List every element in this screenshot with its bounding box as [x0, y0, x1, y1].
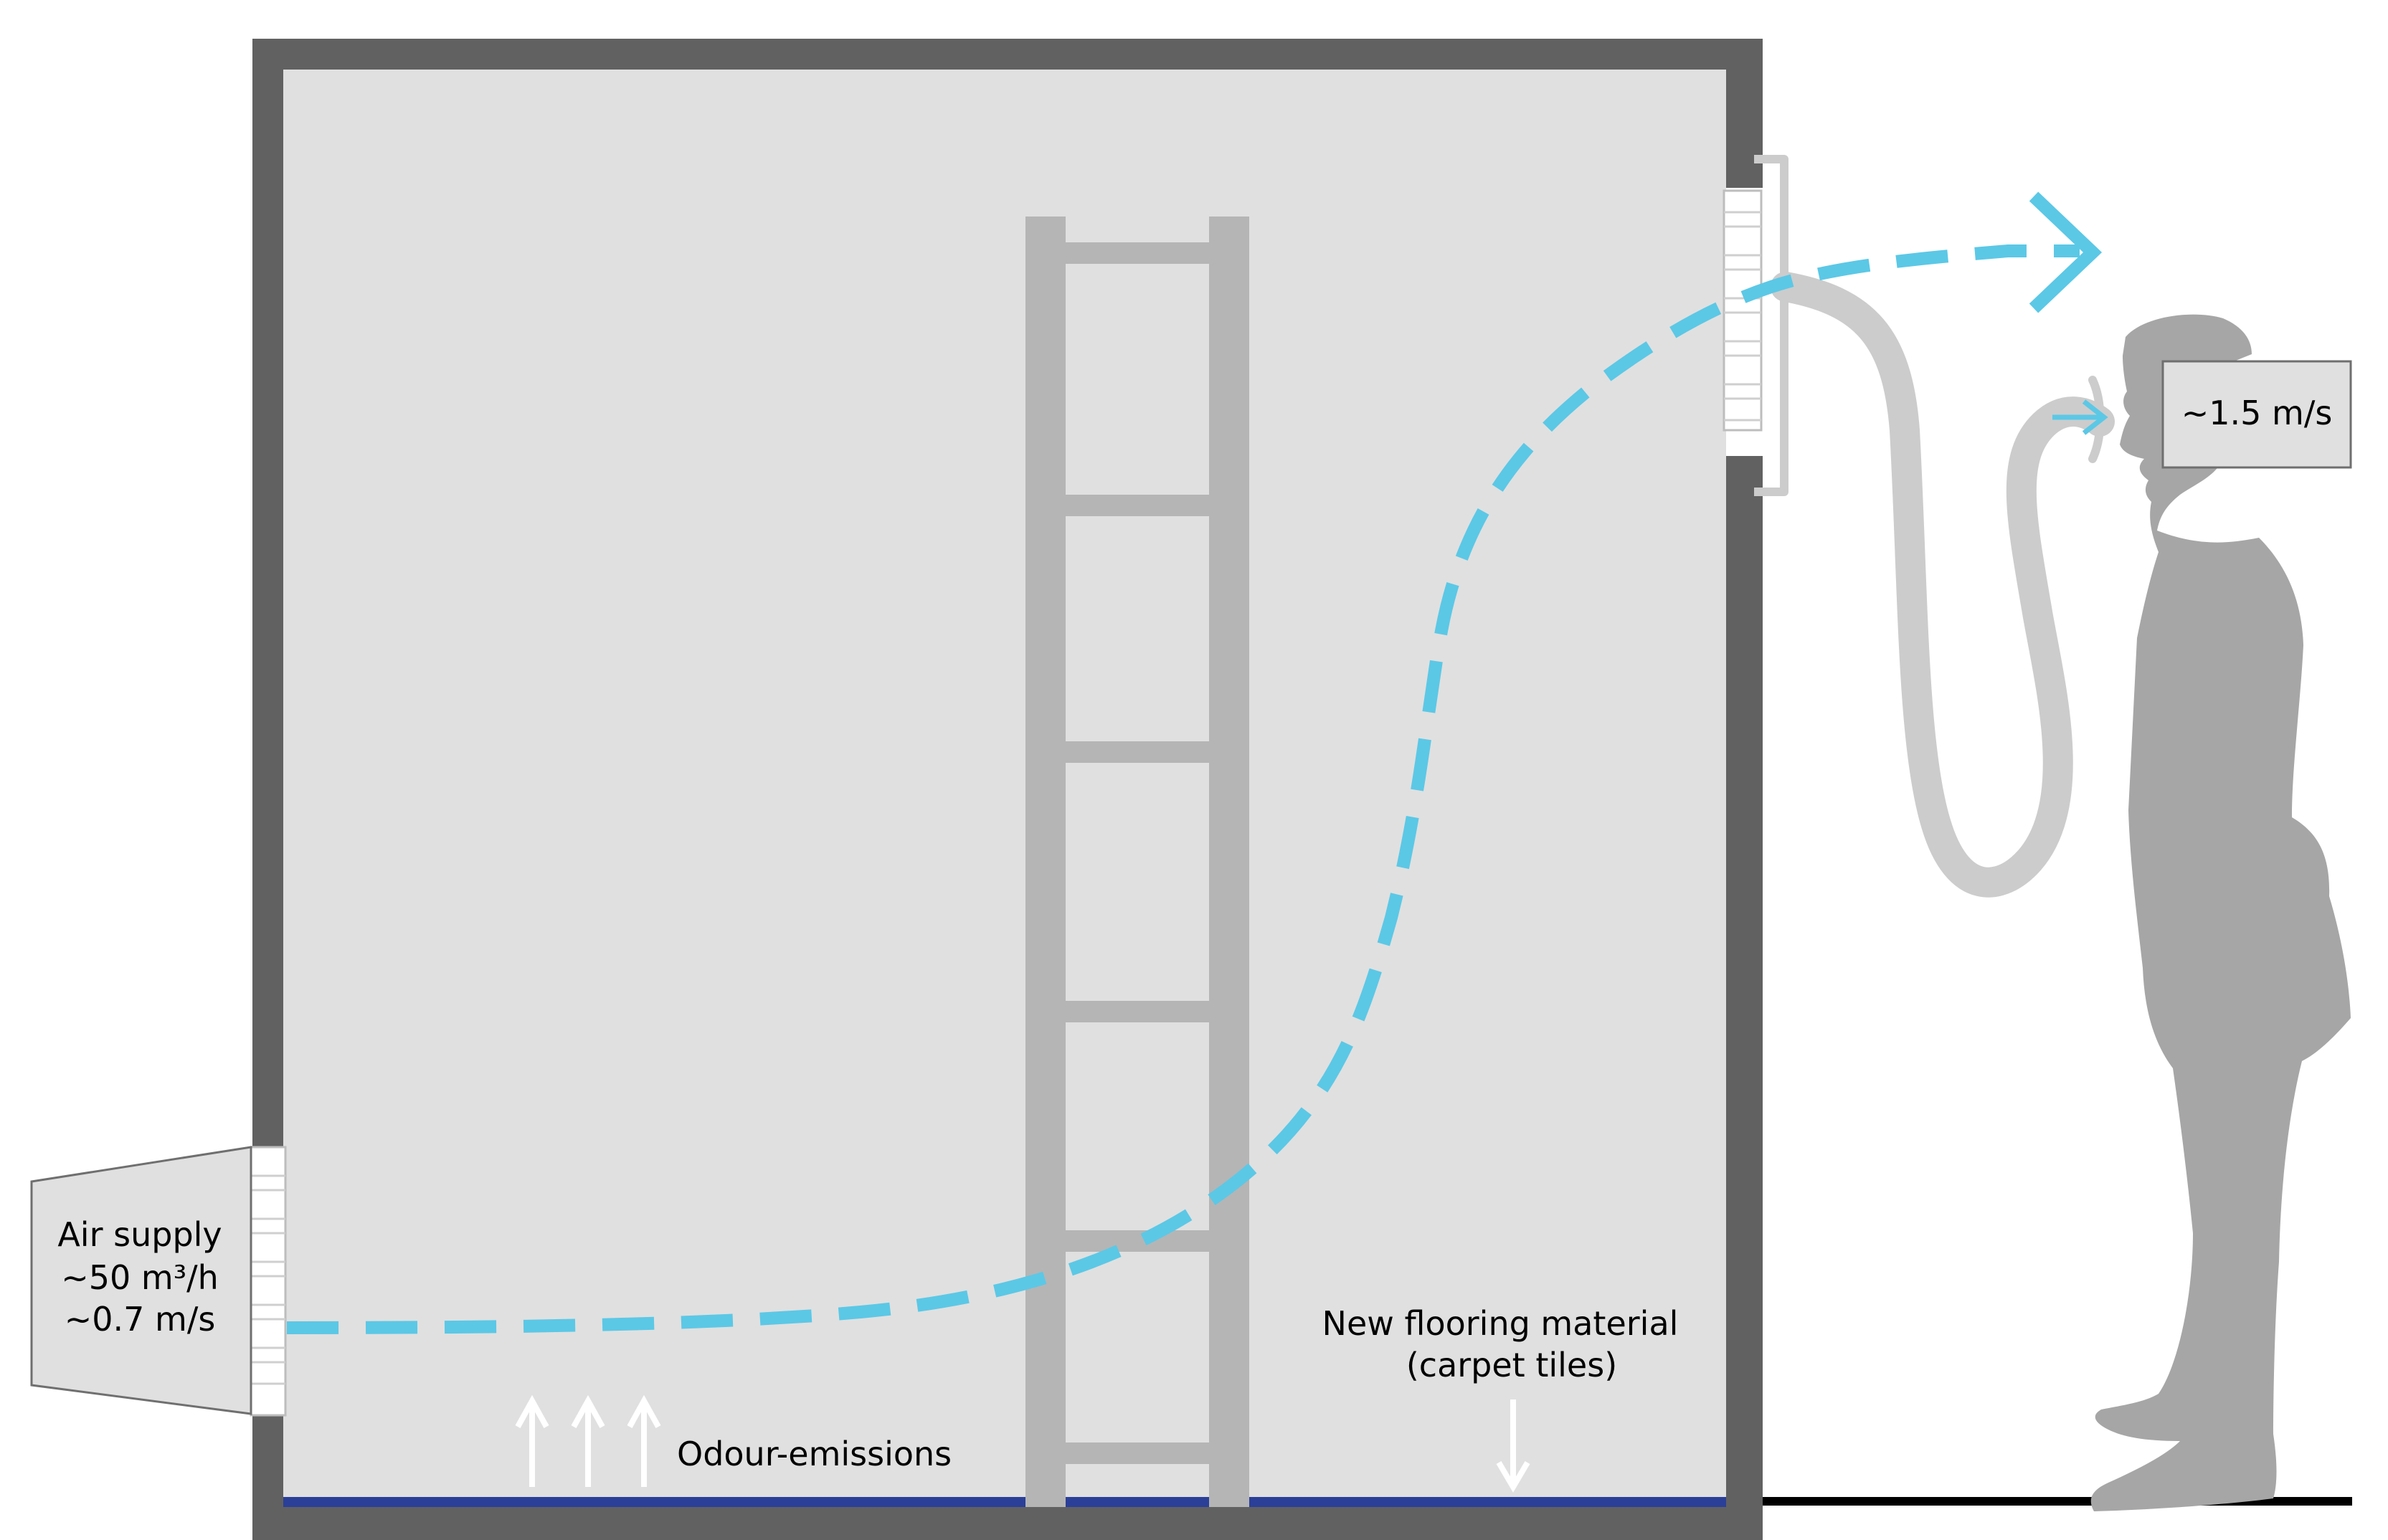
odour-emission-arrows [515, 1394, 661, 1487]
exhaust-diffuser [1723, 189, 1763, 432]
sniff-speed-label: ~1.5 m/s [2181, 394, 2333, 432]
person-silhouette [2090, 314, 2351, 1511]
sampling-hose [1771, 272, 2115, 898]
flooring-label: New flooring material [1322, 1304, 1679, 1343]
exhaust-bracket [1754, 155, 1788, 496]
air-supply-flow-label: ~50 m³/h [61, 1258, 219, 1297]
sniff-arrow [2052, 399, 2108, 435]
sniff-speed-label-box [2161, 360, 2352, 469]
airflow-arrowhead [2029, 191, 2103, 313]
flooring-arrow [1496, 1399, 1530, 1493]
flooring-sublabel: (carpet tiles) [1406, 1346, 1617, 1384]
odour-emissions-label: Odour-emissions [677, 1435, 952, 1473]
airflow-path [286, 244, 2080, 1334]
supply-diffuser [250, 1146, 287, 1417]
flooring-material [283, 1497, 1726, 1507]
air-supply-label: Air supply [57, 1215, 222, 1254]
sample-rack [1025, 217, 1249, 1507]
chamber-interior [283, 70, 1726, 1502]
air-supply-velocity-label: ~0.7 m/s [65, 1300, 216, 1339]
air-supply-box [30, 1146, 252, 1415]
